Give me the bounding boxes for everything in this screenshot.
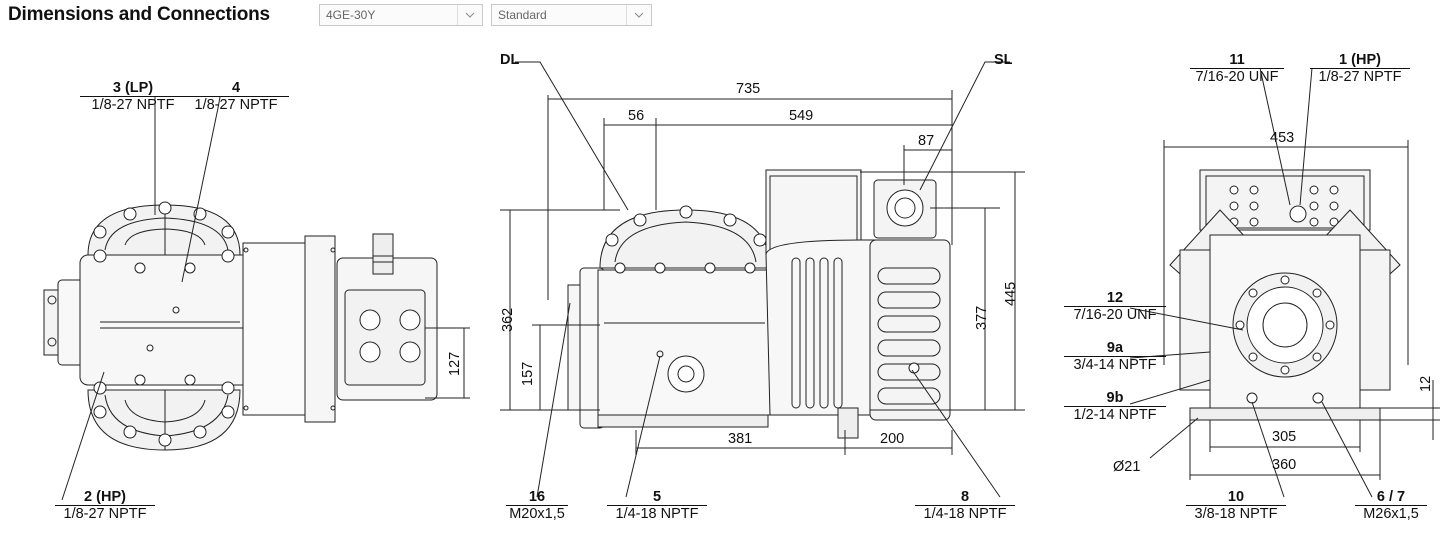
connection-thread: 1/4-18 NPTF bbox=[915, 505, 1015, 522]
connection-number: 9a bbox=[1106, 340, 1124, 356]
dimension-87: 87 bbox=[918, 133, 935, 149]
connection-number: 1 (HP) bbox=[1339, 52, 1381, 68]
connection-label-8: 8 1/4-18 NPTF bbox=[915, 489, 1015, 522]
dimension-377: 377 bbox=[974, 305, 990, 330]
connection-thread: 3/4-14 NPTF bbox=[1064, 356, 1166, 373]
connection-thread: 7/16-20 UNF bbox=[1190, 68, 1284, 85]
connection-label-4: 4 1/8-27 NPTF bbox=[183, 80, 289, 113]
connection-label-6-7: 6 / 7 M26x1,5 bbox=[1355, 489, 1427, 522]
connection-number: 5 bbox=[652, 489, 662, 505]
connection-thread: 3/8-18 NPTF bbox=[1186, 505, 1286, 522]
dimension-56: 56 bbox=[628, 108, 645, 124]
connection-thread: 1/4-18 NPTF bbox=[607, 505, 707, 522]
connection-label-16: 16 M20x1,5 bbox=[506, 489, 568, 522]
dimension-445: 445 bbox=[1003, 281, 1019, 306]
connection-number: 16 bbox=[528, 489, 546, 505]
connection-thread: M20x1,5 bbox=[506, 505, 568, 522]
dimension-12: 12 bbox=[1418, 375, 1434, 392]
connection-thread: 1/8-27 NPTF bbox=[183, 96, 289, 113]
side-view-drawing bbox=[500, 61, 1025, 498]
chevron-down-icon bbox=[626, 5, 651, 25]
connection-number: 3 (LP) bbox=[112, 80, 154, 96]
dimension-381: 381 bbox=[728, 431, 753, 447]
connection-label-11: 11 7/16-20 UNF bbox=[1190, 52, 1284, 85]
dimension-360: 360 bbox=[1272, 457, 1297, 473]
tag-dl: DL bbox=[500, 52, 520, 68]
dimension-735: 735 bbox=[736, 81, 761, 97]
connection-label-2-hp: 2 (HP) 1/8-27 NPTF bbox=[55, 489, 155, 522]
connection-label-10: 10 3/8-18 NPTF bbox=[1186, 489, 1286, 522]
connection-number: 2 (HP) bbox=[84, 489, 126, 505]
header-bar: Dimensions and Connections 4GE-30Y Stand… bbox=[0, 0, 1456, 32]
connection-number: 6 / 7 bbox=[1376, 489, 1406, 505]
connection-number: 4 bbox=[231, 80, 241, 96]
model-select-value: 4GE-30Y bbox=[326, 8, 376, 22]
dimension-o21: Ø21 bbox=[1113, 459, 1141, 475]
connection-label-9b: 9b 1/2-14 NPTF bbox=[1064, 390, 1166, 423]
connection-number: 12 bbox=[1106, 290, 1124, 306]
dimension-362: 362 bbox=[500, 307, 516, 332]
dimension-305: 305 bbox=[1272, 429, 1297, 445]
dimension-200: 200 bbox=[880, 431, 905, 447]
connection-number: 11 bbox=[1229, 52, 1245, 68]
dimension-127: 127 bbox=[447, 351, 463, 376]
connection-label-3-lp: 3 (LP) 1/8-27 NPTF bbox=[80, 80, 186, 113]
connection-thread: 1/8-27 NPTF bbox=[55, 505, 155, 522]
connection-thread: 1/8-27 NPTF bbox=[1310, 68, 1410, 85]
connection-thread: 1/2-14 NPTF bbox=[1064, 406, 1166, 423]
version-select[interactable]: Standard bbox=[491, 4, 652, 26]
dimension-453: 453 bbox=[1270, 130, 1295, 146]
connection-label-5: 5 1/4-18 NPTF bbox=[607, 489, 707, 522]
connection-number: 9b bbox=[1106, 390, 1124, 406]
connection-label-9a: 9a 3/4-14 NPTF bbox=[1064, 340, 1166, 373]
version-select-value: Standard bbox=[498, 8, 547, 22]
connection-number: 8 bbox=[960, 489, 970, 505]
end-view-drawing bbox=[1129, 67, 1440, 498]
connection-number: 10 bbox=[1227, 489, 1245, 505]
connection-thread: M26x1,5 bbox=[1355, 505, 1427, 522]
chevron-down-icon bbox=[457, 5, 482, 25]
tag-sl: SL bbox=[994, 52, 1013, 68]
connection-label-12: 12 7/16-20 UNF bbox=[1064, 290, 1166, 323]
connection-thread: 1/8-27 NPTF bbox=[80, 96, 186, 113]
top-view-drawing bbox=[43, 96, 470, 501]
page-title: Dimensions and Connections bbox=[8, 4, 270, 25]
dimension-157: 157 bbox=[520, 361, 536, 386]
connection-label-1-hp: 1 (HP) 1/8-27 NPTF bbox=[1310, 52, 1410, 85]
dimension-549: 549 bbox=[789, 108, 814, 124]
connection-thread: 7/16-20 UNF bbox=[1064, 306, 1166, 323]
model-select[interactable]: 4GE-30Y bbox=[319, 4, 483, 26]
